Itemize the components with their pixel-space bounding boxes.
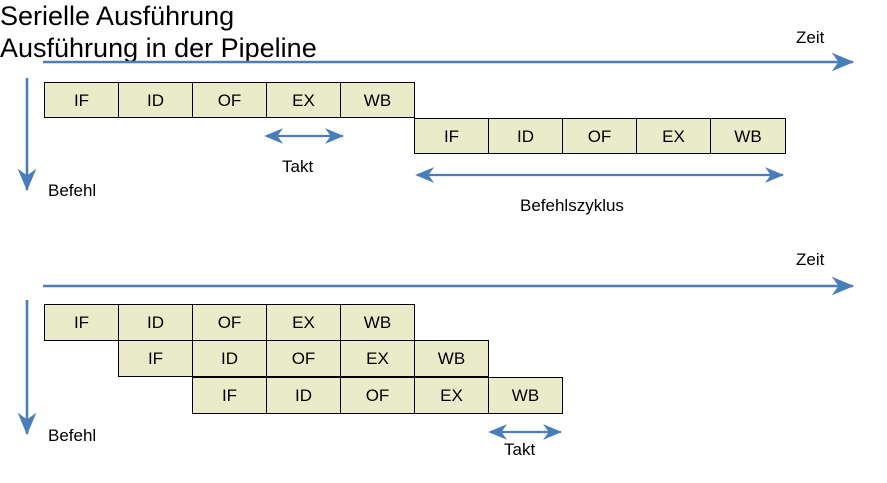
section-title-serial: Serielle Ausführung — [0, 1, 235, 31]
time-axis-label-pipeline: Zeit — [796, 250, 825, 269]
instruction-axis-label-pipeline: Befehl — [48, 426, 97, 445]
section-title-pipeline: Ausführung in der Pipeline — [0, 33, 317, 63]
stage-box-serial-r2-of: OF — [562, 118, 637, 154]
stage-box-pipeline-r3-ex: EX — [414, 377, 489, 414]
stage-box-serial-r1-of: OF — [192, 82, 267, 118]
stage-box-serial-r1-id: ID — [118, 82, 193, 118]
stage-box-serial-r1-wb: WB — [340, 82, 415, 118]
stage-box-pipeline-r3-of: OF — [340, 377, 415, 414]
stage-box-pipeline-r2-ex: EX — [340, 340, 415, 377]
stage-box-pipeline-r2-id: ID — [192, 340, 267, 377]
stage-box-pipeline-r1-id: ID — [118, 304, 193, 341]
clock-label-pipeline: Takt — [504, 440, 536, 459]
stage-box-pipeline-r3-wb: WB — [488, 377, 563, 414]
stage-box-pipeline-r3-if: IF — [192, 377, 267, 414]
stage-box-serial-r2-wb: WB — [710, 118, 786, 154]
stage-box-pipeline-r1-of: OF — [192, 304, 267, 341]
instruction-axis-label-serial: Befehl — [48, 181, 97, 200]
stage-box-pipeline-r2-wb: WB — [414, 340, 489, 377]
stage-box-pipeline-r1-if: IF — [44, 304, 119, 341]
stage-box-pipeline-r1-ex: EX — [266, 304, 341, 341]
stage-box-pipeline-r3-id: ID — [266, 377, 341, 414]
stage-box-serial-r1-ex: EX — [266, 82, 341, 118]
time-axis-label-serial: Zeit — [796, 28, 825, 47]
cycle-label-serial: Befehlszyklus — [520, 196, 624, 215]
stage-box-pipeline-r2-if: IF — [118, 340, 193, 377]
stage-box-pipeline-r1-wb: WB — [340, 304, 415, 341]
stage-box-pipeline-r2-of: OF — [266, 340, 341, 377]
stage-box-serial-r2-ex: EX — [636, 118, 711, 154]
clock-label-serial: Takt — [282, 157, 314, 176]
stage-box-serial-r2-id: ID — [488, 118, 563, 154]
stage-box-serial-r1-if: IF — [44, 82, 119, 118]
stage-box-serial-r2-if: IF — [414, 118, 489, 154]
